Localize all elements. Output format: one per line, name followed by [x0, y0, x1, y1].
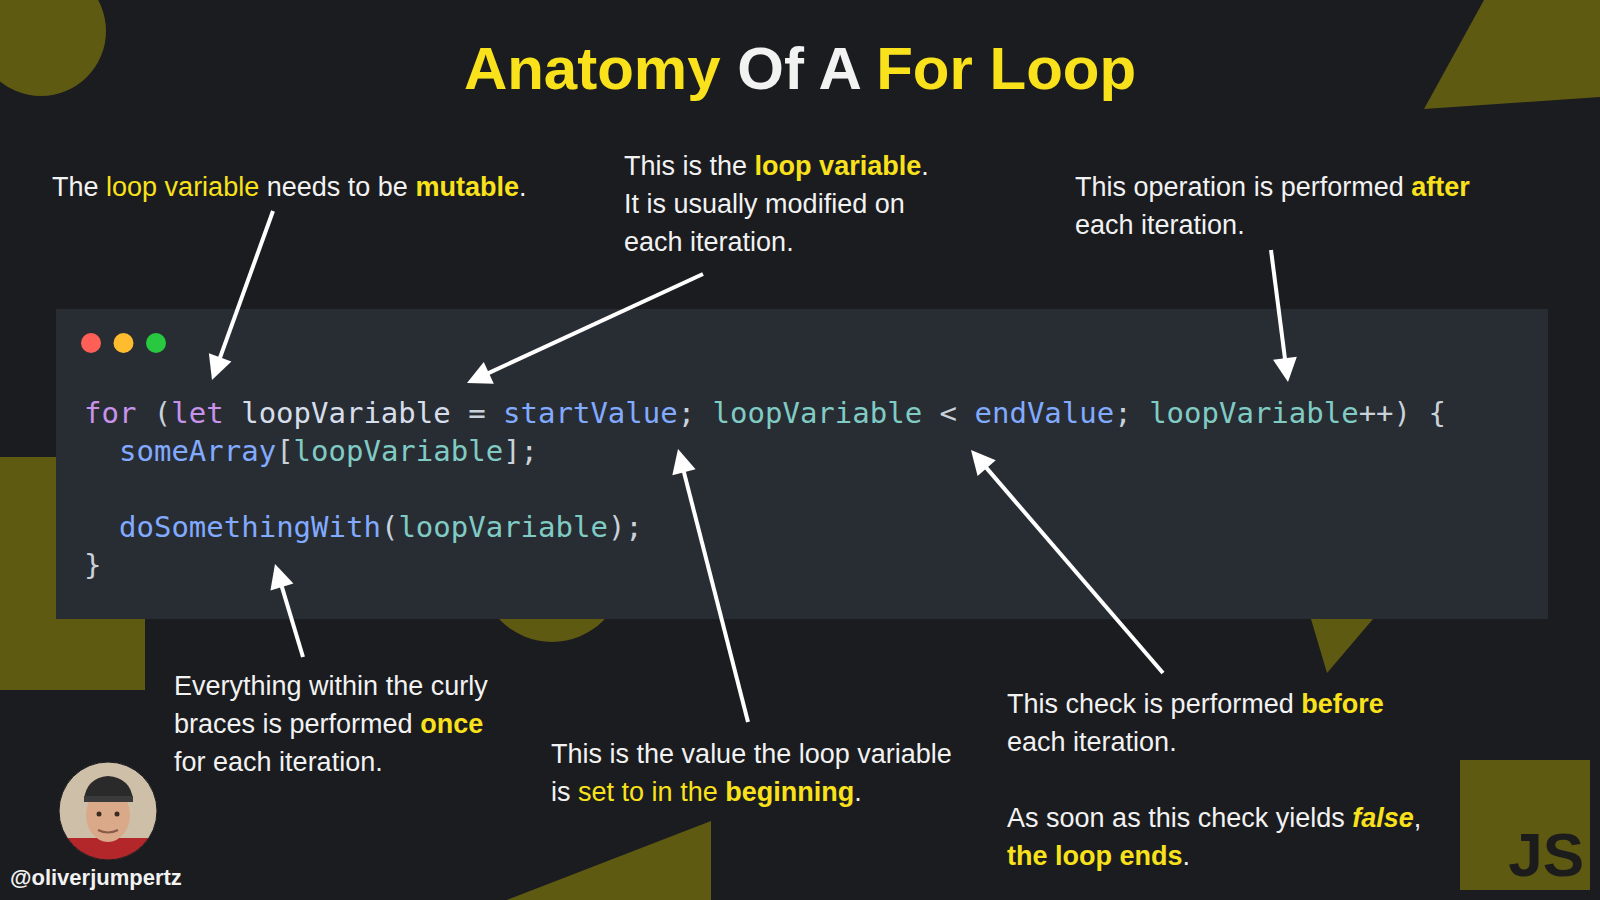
arrowhead	[467, 362, 494, 384]
highlight: beginning	[725, 777, 854, 807]
window-dot	[146, 333, 166, 353]
highlight: loop	[1055, 841, 1112, 871]
leader-line	[281, 583, 303, 657]
avatar-ring	[59, 762, 157, 860]
highlight: the	[680, 777, 718, 807]
code-token: loopVariable	[713, 396, 923, 430]
code-token: doSomethingWith	[119, 510, 381, 544]
arrowhead	[971, 450, 996, 476]
annotation: This operation is performed after each i…	[1075, 168, 1470, 244]
code-token: loopVariable	[294, 434, 504, 468]
code-line: for (let loopVariable = startValue; loop…	[84, 394, 1446, 432]
highlight: loop	[106, 172, 157, 202]
code-line: }	[84, 546, 101, 584]
code-line: someArray[loopVariable];	[119, 432, 538, 470]
highlight: in	[652, 777, 673, 807]
leader-line	[683, 468, 748, 722]
highlight: to	[622, 777, 645, 807]
highlight: once	[420, 709, 483, 739]
leader-line	[984, 465, 1163, 673]
js-badge: JS	[1460, 760, 1590, 890]
leader-line	[219, 211, 273, 361]
annotation: Everything within the curly braces is pe…	[174, 667, 488, 781]
highlight: For	[876, 35, 973, 102]
highlight: variable	[165, 172, 260, 202]
highlight: loop	[755, 151, 812, 181]
badge-text: JS	[1508, 824, 1584, 886]
leader-line	[1271, 250, 1285, 362]
title: Anatomy Of A For Loop	[0, 30, 1600, 108]
avatar	[59, 762, 157, 860]
highlight: the	[1007, 841, 1048, 871]
highlight: false	[1352, 803, 1414, 833]
code-token: someArray	[119, 434, 276, 468]
deco-circle	[0, 0, 106, 96]
annotation: The loop variable needs to be mutable.	[52, 168, 526, 206]
code-token: let	[171, 396, 223, 430]
highlight: before	[1301, 689, 1384, 719]
window-dots	[76, 323, 186, 363]
deco-triangle	[1311, 619, 1373, 673]
highlight: Loop	[989, 35, 1136, 102]
deco-triangle	[507, 821, 711, 900]
highlight: after	[1411, 172, 1470, 202]
code-token: loopVariable	[1149, 396, 1359, 430]
arrowhead	[1273, 357, 1297, 382]
highlight: Anatomy	[464, 35, 721, 102]
code-line: doSomethingWith(loopVariable);	[119, 508, 643, 546]
annotation: This is the value the loop variable is s…	[551, 735, 952, 811]
arrowhead	[672, 449, 695, 475]
arrowhead	[270, 564, 293, 590]
leader-line	[485, 274, 703, 375]
window-dot	[114, 333, 134, 353]
deco-trapezoid	[1424, 0, 1600, 109]
code-token: for	[84, 396, 136, 430]
code-token: loopVariable	[398, 510, 608, 544]
window-dot	[81, 333, 101, 353]
annotation: As soon as this check yields false, the …	[1007, 799, 1421, 875]
code-token: endValue	[975, 396, 1115, 430]
highlight: variable	[819, 151, 921, 181]
code-token: startValue	[503, 396, 678, 430]
annotation: This is the loop variable. It is usually…	[624, 147, 929, 261]
highlight: ends	[1120, 841, 1183, 871]
code-token: loopVariable	[241, 396, 451, 430]
author-handle: @oliverjumpertz	[10, 864, 182, 892]
arrowhead	[209, 353, 232, 380]
highlight: mutable	[415, 172, 519, 202]
annotation: This check is performed before each iter…	[1007, 685, 1384, 761]
highlight: set	[578, 777, 614, 807]
